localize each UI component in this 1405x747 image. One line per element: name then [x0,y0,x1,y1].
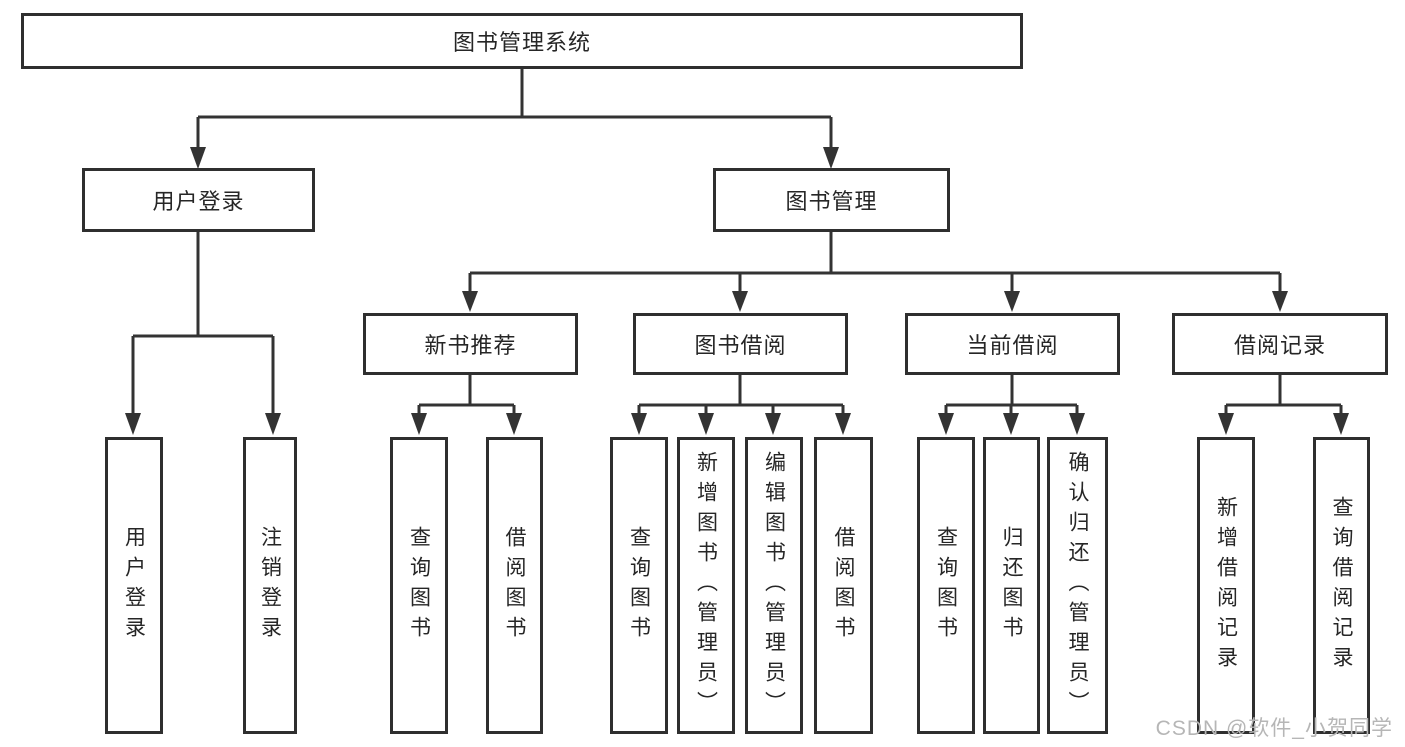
node-label: 借阅记录 [1233,333,1326,358]
leaf-borrow-books-recommend: 借阅图书 [486,437,543,734]
node-label: 图书借阅 [694,333,787,358]
leaf-edit-books-admin: 编辑图书（管理员） [745,437,803,734]
node-label: 借阅图书 [503,525,526,646]
node-label: 查询图书 [627,525,651,646]
node-label: 确认归还（管理员） [1066,450,1089,721]
node-label: 图书管理系统 [452,30,591,55]
leaf-user-login: 用户登录 [105,437,163,734]
leaf-query-books-current: 查询图书 [917,437,975,734]
node-label: 归还图书 [1000,525,1023,646]
leaf-query-books-borrowing: 查询图书 [610,437,668,734]
node-label: 编辑图书（管理员） [762,450,786,721]
node-label: 查询图书 [407,525,431,646]
leaf-logout: 注销登录 [243,437,297,734]
node-label: 用户登录 [122,525,146,646]
node-label: 图书管理 [785,189,878,214]
leaf-query-books-recommend: 查询图书 [390,437,448,734]
node-label: 查询图书 [934,525,958,646]
leaf-query-borrow-record: 查询借阅记录 [1313,437,1370,734]
node-label: 查询借阅记录 [1330,495,1353,676]
leaf-add-borrow-record: 新增借阅记录 [1197,437,1255,734]
node-label: 借阅图书 [832,525,855,646]
node-label: 新增图书（管理员） [694,450,718,721]
leaf-return-books: 归还图书 [983,437,1040,734]
node-label: 新书推荐 [424,333,517,358]
leaf-borrow-books-borrowing: 借阅图书 [814,437,873,734]
leaf-add-books-admin: 新增图书（管理员） [677,437,735,734]
node-label: 当前借阅 [966,333,1059,358]
node-label: 注销登录 [258,525,282,646]
node-user-login: 用户登录 [82,168,315,232]
node-borrowing-records: 借阅记录 [1172,313,1388,375]
node-new-book-recommend: 新书推荐 [363,313,578,375]
node-current-borrowing: 当前借阅 [905,313,1120,375]
node-label: 用户登录 [152,189,245,214]
node-root: 图书管理系统 [21,13,1023,69]
watermark: CSDN @软件_小贺同学 [1155,717,1393,740]
node-label: 新增借阅记录 [1214,495,1238,676]
node-book-management: 图书管理 [713,168,950,232]
node-book-borrowing: 图书借阅 [633,313,848,375]
leaf-confirm-return-admin: 确认归还（管理员） [1047,437,1108,734]
